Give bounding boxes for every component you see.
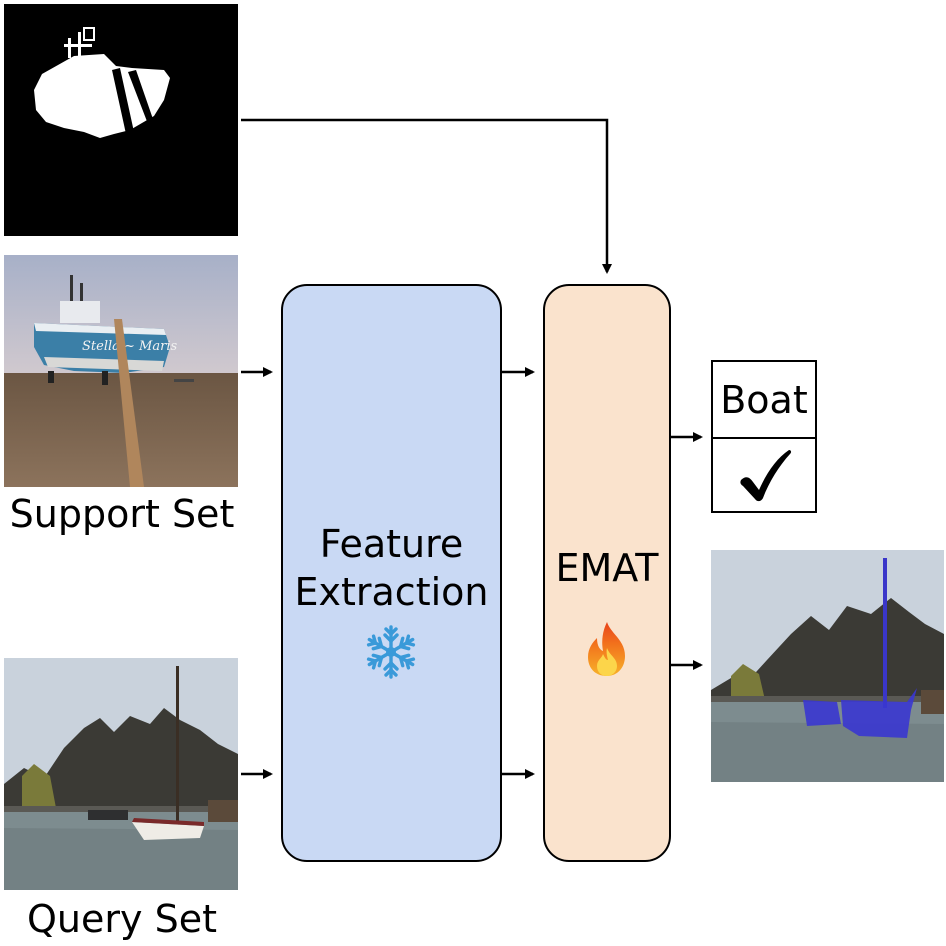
feature-extraction-label-line2: Extraction: [294, 570, 489, 614]
feature-extraction-block: Feature Extraction: [281, 284, 502, 862]
class-divider: [713, 437, 815, 439]
query-set-label: Query Set: [27, 897, 217, 941]
emat-block: EMAT: [543, 284, 671, 862]
support-set-label: Support Set: [9, 492, 235, 536]
support-mask-image: [4, 4, 238, 236]
fire-icon: [585, 620, 629, 678]
query-image: [4, 658, 238, 890]
checkmark-icon: [735, 446, 793, 504]
snowflake-icon: [363, 624, 419, 680]
svg-text:Stella ~ Maris: Stella ~ Maris: [82, 339, 177, 354]
class-label: Boat: [720, 378, 808, 422]
mask-to-emat-arrow: [241, 118, 612, 274]
support-image: Stella ~ Maris: [4, 255, 238, 487]
class-box: Boat: [711, 360, 817, 513]
feature-extraction-label-line1: Feature: [319, 522, 464, 566]
emat-label: EMAT: [555, 546, 659, 590]
output-segmentation-image: [711, 550, 944, 782]
